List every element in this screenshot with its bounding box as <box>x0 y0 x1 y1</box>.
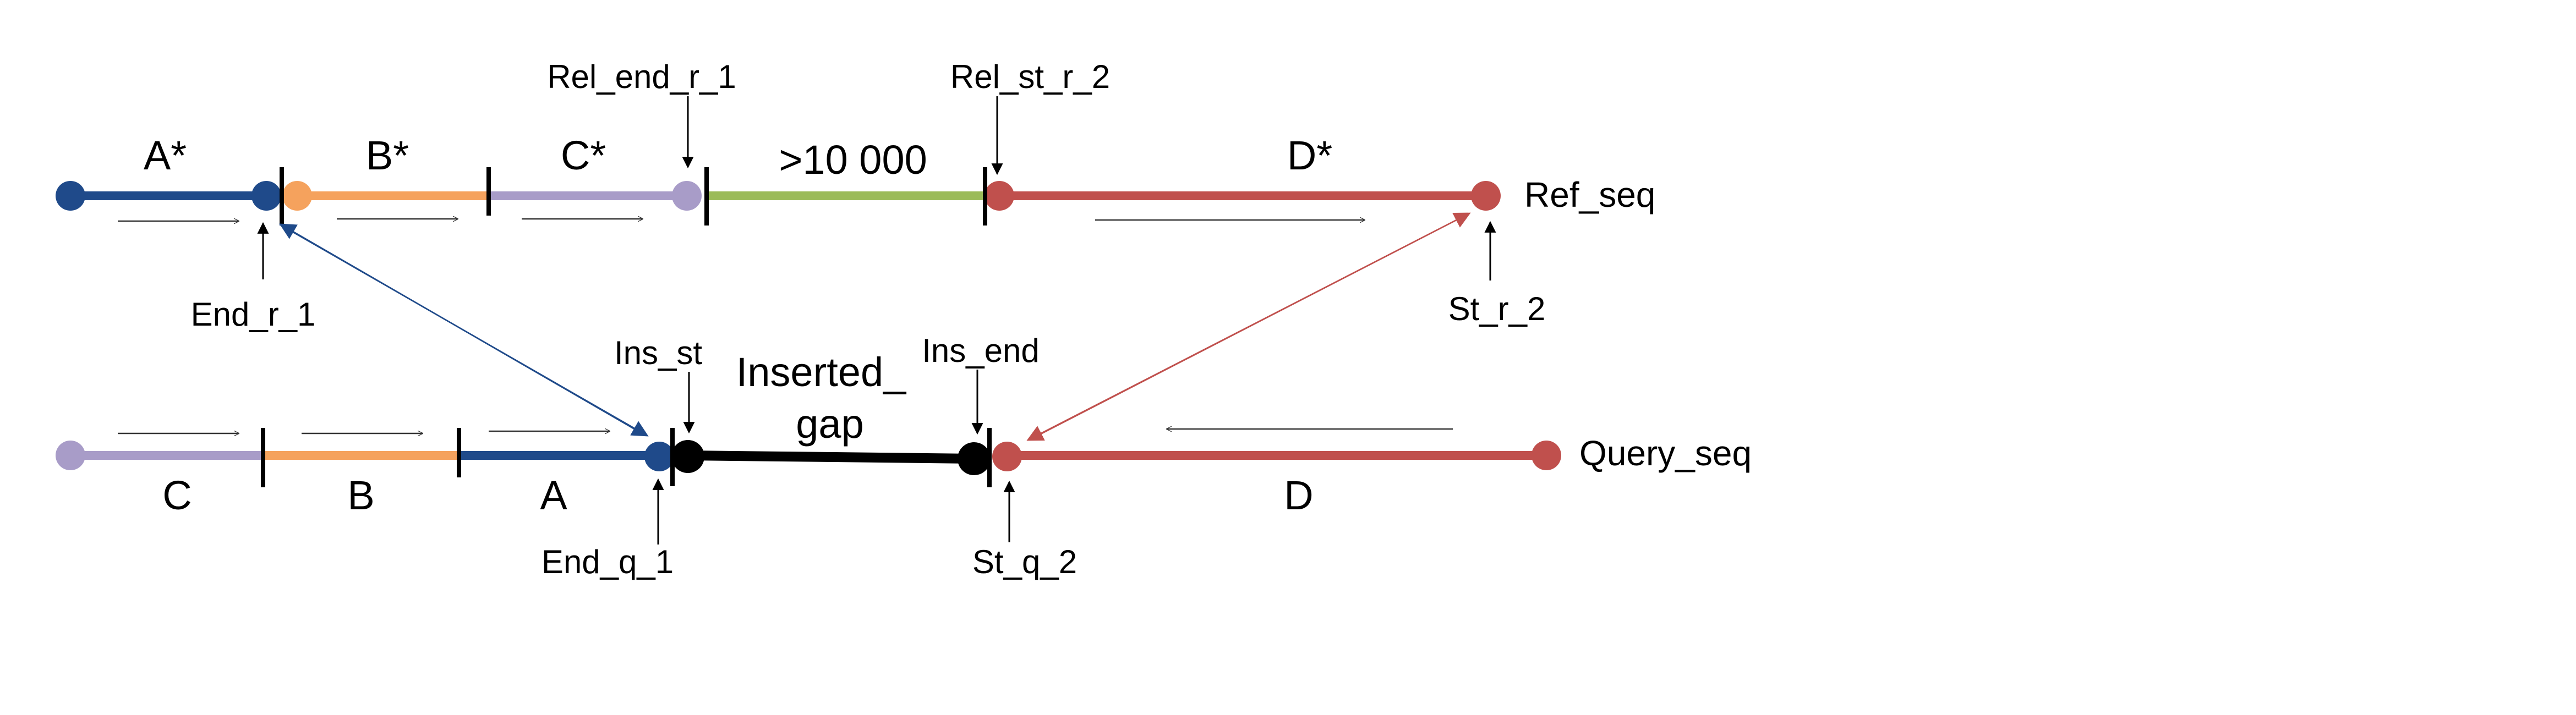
query-label-d: D <box>1284 472 1313 518</box>
ins-st-label: Ins_st <box>614 334 702 371</box>
ref-label-a-star: A* <box>144 133 187 178</box>
query-seq-label: Query_seq <box>1579 433 1752 473</box>
ref-label-gap: >10 000 <box>779 137 927 183</box>
ref-start-dot <box>56 181 85 211</box>
reference-sequence: A* B* C* >10 000 D* Ref_seq Rel_end_r_1 … <box>56 58 1655 333</box>
ins-end-label: Ins_end <box>922 332 1040 369</box>
query-label-inserted-line2: gap <box>796 401 863 447</box>
ref-label-b-star: B* <box>366 133 409 178</box>
ref-end-dot <box>1471 181 1501 211</box>
query-label-c: C <box>162 472 192 518</box>
query-label-b: B <box>347 472 374 518</box>
query-ins-end-dot <box>958 442 991 475</box>
rel-end-r1-label: Rel_end_r_1 <box>547 58 736 95</box>
query-end-q1-dot <box>644 442 674 471</box>
query-sequence: C B A Inserted_ gap D Query_seq Ins_st I… <box>56 332 1752 580</box>
query-ins-st-dot <box>671 440 704 473</box>
query-label-inserted-line1: Inserted_ <box>736 349 906 395</box>
rel-st-r2-label: Rel_st_r_2 <box>950 58 1110 95</box>
end-q1-label: End_q_1 <box>542 543 674 580</box>
ref-rel-st-r2-dot <box>985 181 1014 211</box>
query-st-q2-dot <box>992 442 1022 471</box>
ref-label-d-star: D* <box>1287 133 1332 178</box>
connector-end-q1-tip <box>279 223 649 437</box>
ref-end-r1-dot <box>251 181 281 211</box>
ref-rel-end-r1-dot <box>672 181 702 211</box>
query-label-a: A <box>540 472 567 518</box>
ref-label-c-star: C* <box>561 133 606 178</box>
st-q2-label: St_q_2 <box>972 543 1077 580</box>
query-inserted-gap <box>687 450 975 464</box>
query-end-dot <box>1532 441 1561 470</box>
ref-seq-label: Ref_seq <box>1524 175 1655 215</box>
ref-b-start-dot <box>282 181 312 211</box>
st-r2-label: St_r_2 <box>1448 290 1546 327</box>
query-start-dot <box>56 441 85 470</box>
end-r1-label: End_r_1 <box>191 296 316 333</box>
connector-st-r2-to-st-q2 <box>1026 212 1470 441</box>
